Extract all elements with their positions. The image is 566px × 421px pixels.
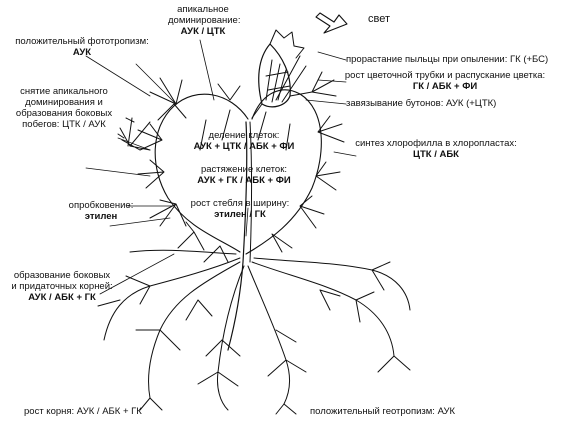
apical-dominance-label: апикальное доминирование: АУК / ЦТК <box>168 4 241 37</box>
elongation-line-2: АУК + ГК / АБК + ФИ <box>197 175 291 186</box>
apical-dom-line-3: АУК / ЦТК <box>180 26 226 37</box>
leaf-branches <box>137 71 345 263</box>
root-growth-text: рост корня: АУК / АБК + ГК <box>24 406 142 417</box>
light-text: свет <box>368 13 391 25</box>
buds-label: завязывание бутонов: АУК (+ЦТК) <box>346 98 496 109</box>
lateral-shoot <box>117 117 151 151</box>
division-label: деление клеток: АУК + ЦТК / АБК + ФИ <box>176 130 312 152</box>
leader-lines <box>85 39 357 295</box>
apical-dom-line-2: доминирование: <box>168 15 241 26</box>
lateral-roots-line-3: АУК / АБК + ГК <box>28 292 96 303</box>
remove-apical-line-3: образования боковых <box>15 108 113 119</box>
corking-line-1: опробковение: <box>68 200 134 211</box>
flower-bud <box>251 29 313 119</box>
phototropism-line-1: положительный фототропизм: <box>15 36 149 47</box>
remove-apical-label: снятие апикального доминирования и образ… <box>8 86 120 130</box>
division-line-2: АУК + ЦТК / АБК + ФИ <box>193 141 295 152</box>
root-system <box>97 249 411 415</box>
buds-text: завязывание бутонов: АУК (+ЦТК) <box>346 98 497 109</box>
phototropism-label: положительный фототропизм: АУК <box>12 36 152 58</box>
tube-line-2: ГК / АБК + ФИ <box>412 81 478 92</box>
corking-label: опробковение: этилен <box>62 200 140 222</box>
apical-dom-line-1: апикальное <box>177 4 229 15</box>
geotropism-text: положительный геотропизм: АУК <box>310 406 456 417</box>
stem-width-line-1: рост стебля в ширину: <box>190 198 290 209</box>
lateral-roots-label: образование боковых и придаточных корней… <box>4 270 120 303</box>
stem-width-line-2: этилен / ГК <box>214 209 266 220</box>
chlorophyll-line-2: ЦТК / АБК <box>413 149 459 160</box>
stem-outline <box>154 89 322 351</box>
remove-apical-line-1: снятие апикального <box>20 86 108 97</box>
chlorophyll-label: синтез хлорофилла в хлоропластах: ЦТК / … <box>348 138 524 160</box>
phototropism-line-2: АУК <box>72 47 92 58</box>
elongation-label: растяжение клеток: АУК + ГК / АБК + ФИ <box>176 164 312 186</box>
corking-line-2: этилен <box>84 211 118 222</box>
lateral-roots-line-2: и придаточных корней: <box>11 281 113 292</box>
chlorophyll-line-1: синтез хлорофилла в хлоропластах: <box>355 138 517 149</box>
light-label: свет <box>368 14 390 25</box>
pollen-label: прорастание пыльцы при опылении: ГК (+БС… <box>346 54 548 65</box>
division-line-1: деление клеток: <box>208 130 280 141</box>
lateral-roots-line-1: образование боковых <box>13 270 111 281</box>
stem-width-label: рост стебля в ширину: этилен / ГК <box>180 198 300 220</box>
tube-line-1: рост цветочной трубки и распускание цвет… <box>344 70 546 81</box>
tube-label: рост цветочной трубки и распускание цвет… <box>338 70 552 92</box>
pollen-text: прорастание пыльцы при опылении: ГК (+БС… <box>346 54 549 65</box>
light-arrow-icon <box>315 12 348 34</box>
remove-apical-line-2: доминирования и <box>25 97 103 108</box>
geotropism-label: положительный геотропизм: АУК <box>310 406 455 417</box>
remove-apical-line-4: побегов: ЦТК / АУК <box>22 119 106 130</box>
elongation-line-1: растяжение клеток: <box>200 164 288 175</box>
root-growth-label: рост корня: АУК / АБК + ГК <box>24 406 142 417</box>
